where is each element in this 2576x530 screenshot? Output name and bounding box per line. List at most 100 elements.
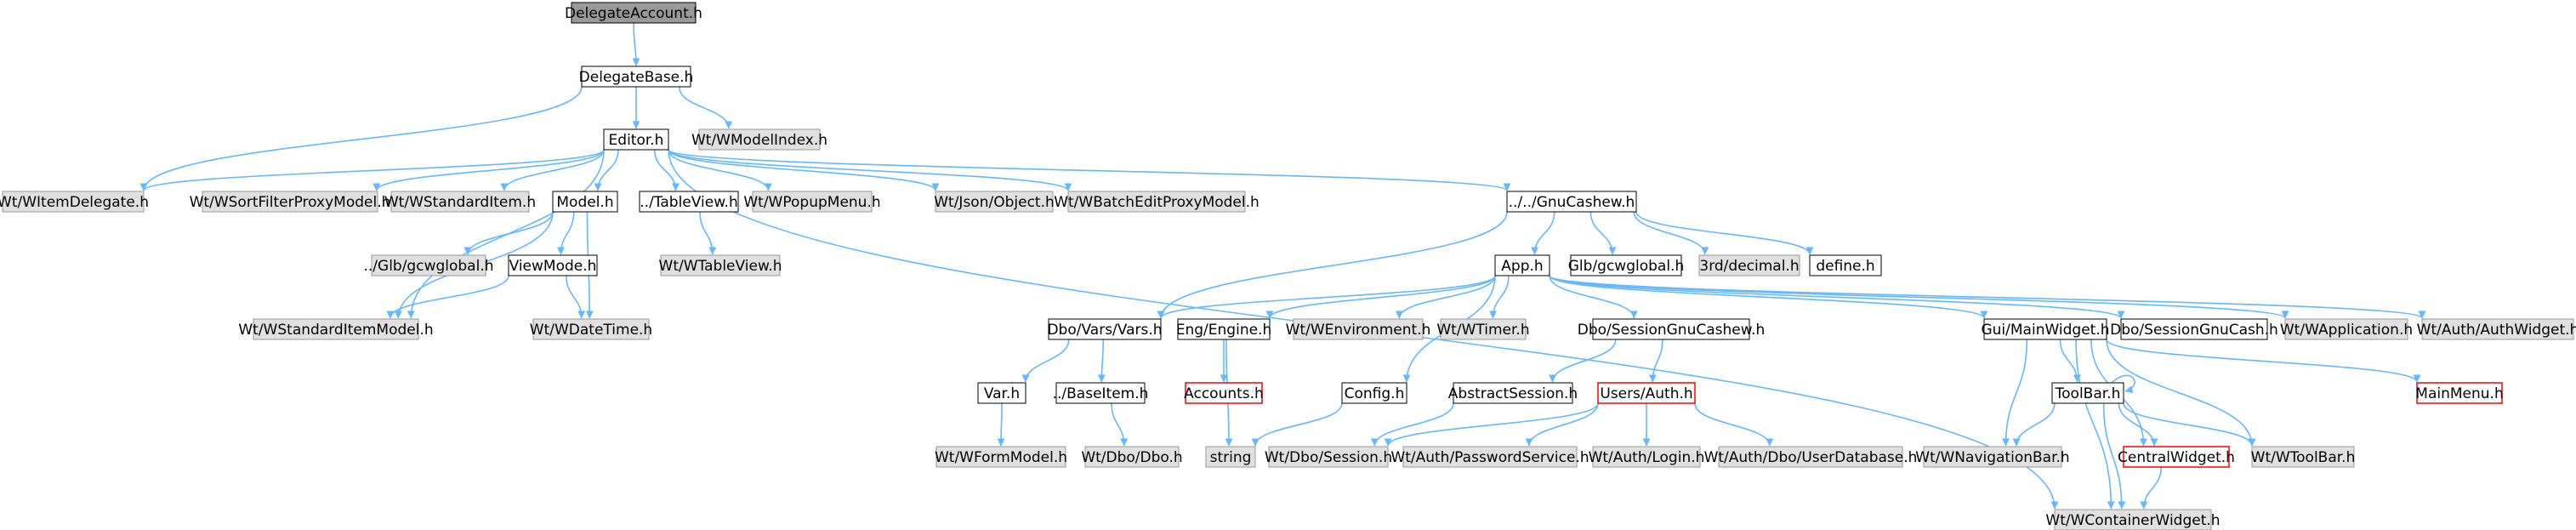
dependency-edge-gnucashew-to-dbovars bbox=[1157, 211, 1508, 319]
node-abstractsession[interactable]: AbstractSession.h bbox=[1448, 382, 1578, 404]
node-wtableview: Wt/WTableView.h bbox=[659, 254, 782, 276]
node-label-editor: Editor.h bbox=[609, 132, 664, 149]
node-label-viewmode: ViewMode.h bbox=[509, 258, 597, 275]
dependency-edge-editor-to-wsortfilter bbox=[372, 149, 605, 191]
node-glbgcw2[interactable]: Glb/gcwglobal.h bbox=[1568, 254, 1684, 276]
node-box-mainmenu bbox=[2416, 382, 2503, 404]
node-varh[interactable]: Var.h bbox=[977, 382, 1026, 404]
node-centralwidget[interactable]: CentralWidget.h bbox=[2118, 446, 2235, 468]
node-box-dbosessiongnucashew bbox=[1592, 318, 1750, 340]
node-gnucashew[interactable]: ../../GnuCashew.h bbox=[1506, 191, 1637, 213]
dependency-edge-editor-to-gnucashew bbox=[668, 149, 1511, 191]
node-wcontainerwidget: Wt/WContainerWidget.h bbox=[2045, 509, 2221, 530]
node-box-jsonobject bbox=[935, 191, 1054, 213]
node-box-passwordservice bbox=[1402, 446, 1578, 468]
node-box-decimal bbox=[1698, 254, 1800, 276]
dependency-edge-usersauth-to-passwordservice bbox=[1525, 402, 1599, 447]
node-label-wapplication: Wt/WApplication.h bbox=[2280, 322, 2413, 339]
node-delegatebase[interactable]: DelegateBase.h bbox=[579, 66, 694, 88]
node-string: string bbox=[1205, 446, 1256, 468]
dependency-edge-app-to-dbosessiongnucash bbox=[1549, 275, 2125, 319]
node-wbatchedit: Wt/WBatchEditProxyModel.h bbox=[1054, 191, 1260, 213]
node-wstandarditemmodel: Wt/WStandardItemModel.h bbox=[238, 318, 434, 340]
dependency-edge-editor-to-wstandarditem bbox=[500, 149, 605, 191]
node-box-wmodelindex bbox=[698, 128, 821, 151]
node-box-tableview bbox=[639, 191, 739, 213]
node-guimainwidget[interactable]: Gui/MainWidget.h bbox=[1981, 318, 2110, 340]
dependency-edge-dbosessiongnucashew-to-abstractsession bbox=[1549, 339, 1617, 383]
node-delegateaccount[interactable]: DelegateAccount.h bbox=[565, 2, 702, 24]
dependency-edge-toolbar-to-toolbar bbox=[2111, 374, 2135, 394]
node-box-baseitem bbox=[1055, 382, 1146, 404]
node-toolbar[interactable]: ToolBar.h bbox=[2051, 382, 2124, 404]
node-box-wcontainerwidget bbox=[2054, 509, 2212, 530]
node-box-wdatetime bbox=[532, 318, 650, 340]
dependency-edge-baseitem-to-wtdbodbo bbox=[1111, 402, 1129, 447]
node-label-dbovars: Dbo/Vars/Vars.h bbox=[1047, 322, 1162, 339]
node-box-toolbar bbox=[2051, 382, 2124, 404]
node-label-engengine: Eng/Engine.h bbox=[1176, 322, 1271, 339]
dependency-edge-gnucashew-to-glbgcw2 bbox=[1589, 211, 1617, 255]
node-label-glbgcw2: Glb/gcwglobal.h bbox=[1568, 258, 1684, 275]
node-label-authlogin: Wt/Auth/Login.h bbox=[1589, 449, 1705, 466]
dependency-edge-editor-to-wbatchedit bbox=[668, 149, 1072, 191]
dependency-edge-gnucashew-to-decimal bbox=[1633, 211, 1709, 255]
node-dbovars[interactable]: Dbo/Vars/Vars.h bbox=[1047, 318, 1163, 340]
node-app[interactable]: App.h bbox=[1494, 254, 1550, 276]
node-wapplication: Wt/WApplication.h bbox=[2280, 318, 2413, 340]
node-engengine[interactable]: Eng/Engine.h bbox=[1176, 318, 1271, 340]
dependency-edge-delegateaccount-to-delegatebase bbox=[632, 22, 640, 66]
node-label-wtoolbar: Wt/WToolBar.h bbox=[2251, 449, 2356, 466]
node-label-witemdelegate: Wt/WItemDelegate.h bbox=[0, 194, 149, 211]
node-label-accounts: Accounts.h bbox=[1184, 385, 1264, 402]
dependency-edge-editor-to-tableview bbox=[653, 149, 680, 191]
node-authlogin: Wt/Auth/Login.h bbox=[1589, 446, 1705, 468]
node-baseitem[interactable]: ../BaseItem.h bbox=[1053, 382, 1149, 404]
dependency-edge-centralwidget-to-wcontainerwidget bbox=[2140, 466, 2162, 510]
dependency-edge-dbovars-to-varh bbox=[1021, 339, 1070, 383]
dependency-edge-abstractsession-to-wtdbosession bbox=[1370, 402, 1454, 447]
node-glbgcwglobal: ../Glb/gcwglobal.h bbox=[363, 254, 494, 276]
node-usersauth[interactable]: Users/Auth.h bbox=[1597, 382, 1696, 404]
node-label-app: App.h bbox=[1501, 258, 1543, 275]
node-define[interactable]: define.h bbox=[1809, 254, 1882, 276]
node-model[interactable]: Model.h bbox=[552, 191, 618, 213]
node-accounts[interactable]: Accounts.h bbox=[1184, 382, 1264, 404]
node-wtdbodbo: Wt/Dbo/Dbo.h bbox=[1081, 446, 1183, 468]
node-label-wbatchedit: Wt/WBatchEditProxyModel.h bbox=[1054, 194, 1260, 211]
node-label-wtimer: Wt/WTimer.h bbox=[1436, 322, 1529, 339]
node-box-accounts bbox=[1185, 382, 1263, 404]
node-label-guimainwidget: Gui/MainWidget.h bbox=[1981, 322, 2109, 339]
node-mainmenu[interactable]: MainMenu.h bbox=[2415, 382, 2504, 404]
node-box-wapplication bbox=[2284, 318, 2408, 340]
node-label-string: string bbox=[1210, 449, 1252, 466]
dependency-edge-editor-to-witemdelegate bbox=[139, 149, 605, 191]
node-editor[interactable]: Editor.h bbox=[603, 128, 669, 151]
dependency-edge-editor-to-wpopupmenu bbox=[668, 149, 772, 191]
dependency-edge-varh-to-wformmodel bbox=[997, 402, 1005, 447]
node-wnavigationbar: Wt/WNavigationBar.h bbox=[1915, 446, 2070, 468]
node-label-jsonobject: Wt/Json/Object.h bbox=[934, 194, 1055, 211]
dependency-edge-usersauth-to-wtdbosession bbox=[1384, 402, 1599, 447]
node-tableview[interactable]: ../TableView.h bbox=[639, 191, 739, 213]
dependency-edge-viewmode-to-wdatetime bbox=[566, 275, 586, 319]
dependency-edge-editor-to-jsonobject bbox=[668, 149, 940, 191]
node-decimal: 3rd/decimal.h bbox=[1698, 254, 1800, 276]
node-box-wformmodel bbox=[935, 446, 1066, 468]
node-label-userdatabase: Wt/Auth/Dbo/UserDatabase.h bbox=[1704, 449, 1918, 466]
node-wtimer: Wt/WTimer.h bbox=[1436, 318, 1530, 340]
node-box-gnucashew bbox=[1506, 191, 1637, 213]
dependency-edge-app-to-dbosessiongnucashew bbox=[1549, 275, 1638, 319]
node-dbosessiongnucashew[interactable]: Dbo/SessionGnuCashew.h bbox=[1578, 318, 1766, 340]
node-box-dbosessiongnucash bbox=[2120, 318, 2268, 340]
node-label-baseitem: ../BaseItem.h bbox=[1053, 385, 1149, 402]
node-label-delegateaccount: DelegateAccount.h bbox=[565, 5, 702, 22]
dependency-edge-toolbar-to-wtoolbar bbox=[2123, 402, 2256, 447]
node-box-dbovars bbox=[1048, 318, 1162, 340]
node-viewmode[interactable]: ViewMode.h bbox=[508, 254, 598, 276]
dependency-edge-gnucashew-to-app bbox=[1531, 211, 1555, 255]
node-dbosessiongnucash[interactable]: Dbo/SessionGnuCash.h bbox=[2110, 318, 2278, 340]
node-label-centralwidget: CentralWidget.h bbox=[2118, 449, 2235, 466]
node-label-tableview: ../TableView.h bbox=[640, 194, 737, 211]
node-config[interactable]: Config.h bbox=[1341, 382, 1407, 404]
